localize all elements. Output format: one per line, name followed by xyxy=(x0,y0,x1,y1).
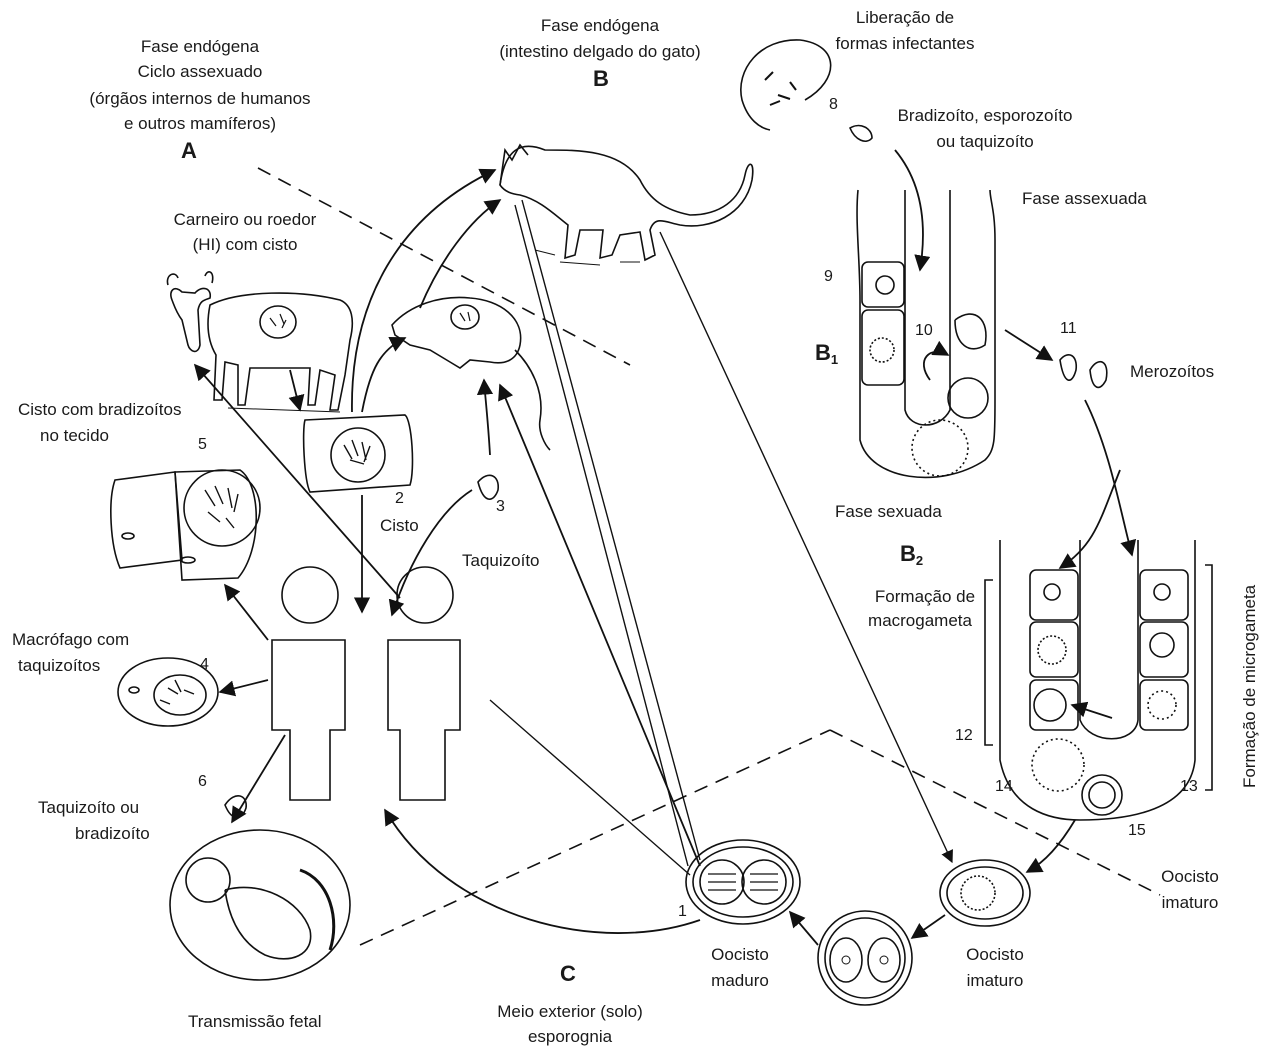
step-number-12: 12 xyxy=(955,727,973,745)
immature-oocyst-label-2-line1: Oocisto xyxy=(1150,865,1230,889)
human-figure-right xyxy=(388,567,460,800)
step-number-3: 3 xyxy=(496,498,505,516)
step-number-9: 9 xyxy=(824,268,833,286)
phase-a-line2: Ciclo assexuado xyxy=(85,60,315,84)
arrow-oocyst-to-human xyxy=(385,810,700,933)
b1-label: B1 xyxy=(815,340,838,367)
bradyzoite-release-shape xyxy=(850,126,872,142)
arrow-villus-to-merozoite xyxy=(1005,330,1052,360)
arrow-merozoite-to-b2-left xyxy=(1060,470,1120,568)
fetal-transmission-label: Transmissão fetal xyxy=(188,1010,322,1034)
cyst-cells-drawing xyxy=(111,470,260,580)
immature-oocyst-label-1-line2: imaturo xyxy=(955,969,1035,993)
arrow-tissue-to-cat xyxy=(352,170,495,412)
fetus-drawing xyxy=(170,830,350,980)
tachyzoite-label: Taquizoíto xyxy=(462,549,540,573)
step-number-8-text: 8 xyxy=(829,96,838,114)
macrogamete-label-line1: Formação de xyxy=(860,585,990,609)
step-number-14: 14 xyxy=(995,778,1013,796)
macrophage-label-line1: Macrófago com xyxy=(12,628,129,652)
arrow-villus-to-oocyst xyxy=(1027,820,1075,872)
tissue-cyst-label-line1: Cisto com bradizoítos xyxy=(18,398,181,422)
immature-oocyst-sporulating xyxy=(818,911,912,1005)
tachy-brady-label-line1: Taquizoíto ou xyxy=(38,796,139,820)
step-number-4: 4 xyxy=(200,656,209,674)
intestine-b2-drawing xyxy=(985,540,1212,820)
step-number-5: 5 xyxy=(198,436,207,454)
phase-b-title: Fase endógena xyxy=(490,14,710,38)
step-number-13: 13 xyxy=(1180,778,1198,796)
cat-drawing xyxy=(500,145,753,265)
human-figure-left xyxy=(272,567,345,800)
cyst-label: Cisto xyxy=(380,514,419,538)
arrow-recycle-10 xyxy=(924,352,948,380)
step-number-1: 1 xyxy=(678,903,687,921)
tissue-cyst-block xyxy=(304,415,413,492)
macrophage-label-line2: taquizoítos xyxy=(18,654,100,678)
tachy-brady-label-line2: bradizoíto xyxy=(75,822,150,846)
cow-drawing xyxy=(167,272,352,412)
phase-c-line1: Meio exterior (solo) xyxy=(470,1000,670,1024)
mature-oocyst xyxy=(686,840,800,924)
tachyzoite-shape xyxy=(478,475,498,499)
phase-a-line4: e outros mamíferos) xyxy=(85,112,315,136)
microgamete-label: Formação de microgameta xyxy=(1240,585,1260,788)
arrow-bradyzoite-to-villus xyxy=(895,150,923,270)
immature-oocyst-label-2-line2: imaturo xyxy=(1150,891,1230,915)
sheep-rodent-label-line2: (HI) com cisto xyxy=(150,233,340,257)
phase-b-letter: B xyxy=(593,66,609,92)
mature-oocyst-label-line2: maduro xyxy=(700,969,780,993)
sheep-rodent-label-line1: Carneiro ou roedor xyxy=(150,208,340,232)
macrogamete-label-line2: macrogameta xyxy=(850,609,990,633)
asexual-phase-label: Fase assexuada xyxy=(1022,187,1147,211)
phase-a-line3: (órgãos internos de humanos xyxy=(50,87,350,111)
rat-drawing xyxy=(392,297,550,450)
merozoite-shape-1 xyxy=(1060,355,1076,380)
arrow-tissue-to-rat xyxy=(362,338,405,412)
step-number-11: 11 xyxy=(1060,320,1077,338)
line-human-to-oocyst xyxy=(490,700,690,875)
step-number-10: 10 xyxy=(915,322,933,340)
immature-oocyst-label-1-line1: Oocisto xyxy=(955,943,1035,967)
arrow-rat-to-cat xyxy=(420,200,500,308)
arrow-merozoite-to-b2-right xyxy=(1085,400,1132,555)
phase-c-line2: esporognia xyxy=(500,1025,640,1049)
merozoite-shape-2 xyxy=(1090,362,1107,388)
mature-oocyst-label-line1: Oocisto xyxy=(700,943,780,967)
arrow-human-to-macrophage xyxy=(220,680,268,692)
arrow-cow-to-tissue xyxy=(290,370,300,410)
step-number-2: 2 xyxy=(395,490,404,508)
line-oocyst-to-cat-1 xyxy=(515,205,688,866)
merozoites-label: Merozoítos xyxy=(1130,360,1214,384)
phase-a-letter: A xyxy=(181,138,197,164)
dashed-divider-a-c xyxy=(360,730,830,945)
arrow-tachyzoite-to-rat xyxy=(484,380,490,455)
line-oocyst-to-cat-2 xyxy=(522,200,700,860)
immature-oocyst-unsporulated xyxy=(940,860,1030,926)
release-label-line1: Liberação de xyxy=(820,6,990,30)
phase-c-letter: C xyxy=(560,961,576,987)
tachy-brady-shape xyxy=(225,796,246,818)
arrow-human-to-fetus xyxy=(232,735,285,822)
bradyzoite-label-line1: Bradizoíto, esporozoíto xyxy=(880,104,1090,128)
step-number-6: 6 xyxy=(198,773,207,791)
step-number-15: 15 xyxy=(1128,822,1146,840)
b2-label: B2 xyxy=(900,541,923,568)
arrow-tachyzoite-to-human xyxy=(392,490,472,615)
arrow-human-to-cells xyxy=(225,585,268,640)
bradyzoite-label-line2: ou taquizoíto xyxy=(900,130,1070,154)
sexual-phase-label: Fase sexuada xyxy=(835,500,942,524)
arrow-oocyst-to-sporulating xyxy=(912,915,945,938)
phase-a-title: Fase endógena xyxy=(85,35,315,59)
dashed-divider-a-b xyxy=(258,168,630,365)
release-label-line2: formas infectantes xyxy=(810,32,1000,56)
tissue-cyst-label-line2: no tecido xyxy=(40,424,109,448)
arrow-oocyst-to-rat xyxy=(500,385,700,866)
arrow-sporulating-to-mature xyxy=(790,912,818,945)
phase-b-line2: (intestino delgado do gato) xyxy=(470,40,730,64)
